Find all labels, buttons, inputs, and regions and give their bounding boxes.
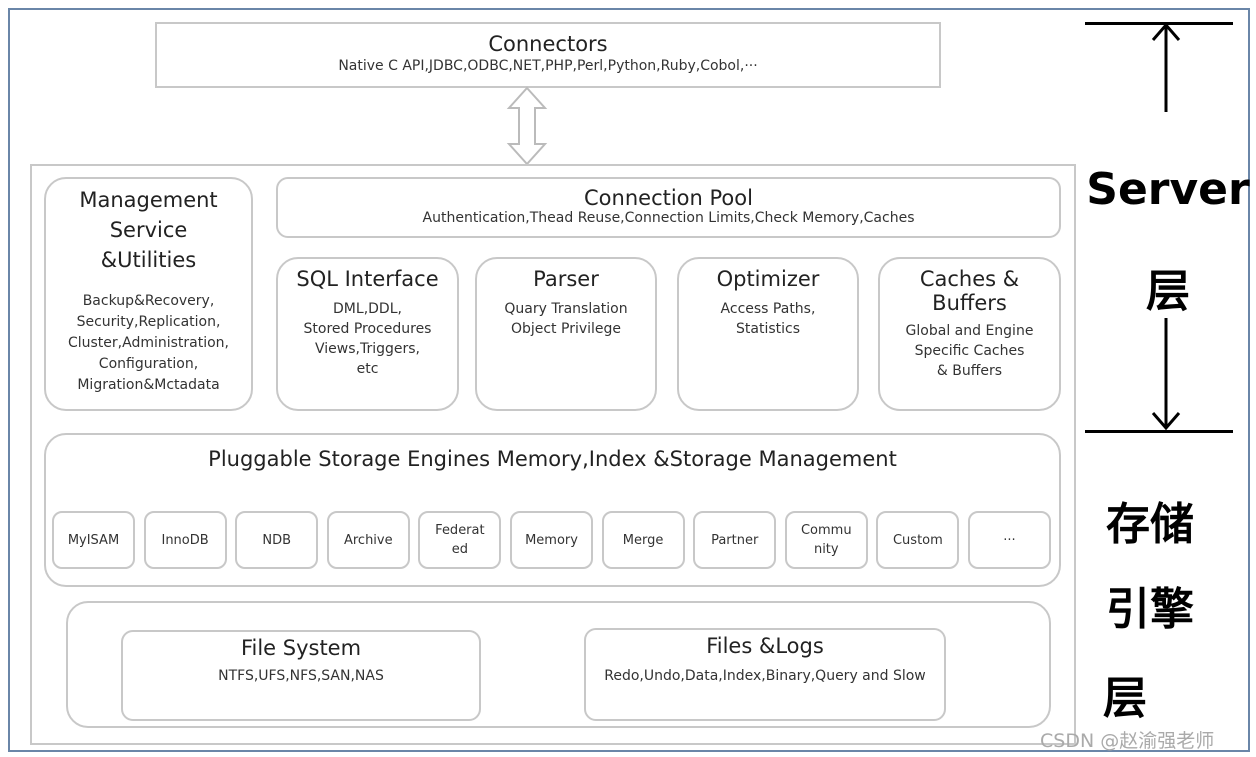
- connectors-box: Connectors Native C API,JDBC,ODBC,NET,PH…: [155, 22, 941, 88]
- module-title: Parser: [533, 267, 599, 291]
- parser-box: Parser Quary Translation Object Privileg…: [475, 257, 657, 411]
- files-logs-subtitle: Redo,Undo,Data,Index,Binary,Query and Sl…: [604, 668, 926, 684]
- engine-item: NDB: [235, 511, 319, 569]
- module-body: Global and Engine Specific Caches & Buff…: [905, 323, 1034, 379]
- file-system-subtitle: NTFS,UFS,NFS,SAN,NAS: [218, 668, 384, 684]
- layer-divider-line: [1085, 430, 1233, 433]
- storage-engines-box: Pluggable Storage Engines Memory,Index &…: [44, 433, 1061, 587]
- server-label: Server: [1086, 164, 1250, 215]
- storage-engines-title: Pluggable Storage Engines Memory,Index &…: [208, 447, 897, 471]
- module-title: Optimizer: [716, 267, 820, 291]
- engine-item: Partner: [693, 511, 777, 569]
- file-layer-box: [66, 601, 1051, 728]
- management-box: Management Service &Utilities Backup&Rec…: [44, 177, 253, 411]
- module-body: Quary Translation Object Privilege: [504, 301, 628, 337]
- engine-item: Custom: [876, 511, 960, 569]
- storage-layer-label-1: 存储: [1106, 499, 1194, 550]
- engine-item: Commu nity: [784, 511, 868, 569]
- engine-item: Federat ed: [418, 511, 502, 569]
- module-title: Caches & Buffers: [919, 267, 1020, 315]
- optimizer-box: Optimizer Access Paths, Statistics: [677, 257, 859, 411]
- files-logs-box: Files &Logs Redo,Undo,Data,Index,Binary,…: [584, 628, 946, 721]
- caches-buffers-box: Caches & Buffers Global and Engine Speci…: [878, 257, 1061, 411]
- connectors-title: Connectors: [488, 32, 608, 56]
- outer-frame: [8, 8, 1250, 752]
- engine-item: InnoDB: [143, 511, 227, 569]
- connectors-subtitle: Native C API,JDBC,ODBC,NET,PHP,Perl,Pyth…: [338, 58, 758, 74]
- connection-pool-title: Connection Pool: [584, 186, 753, 210]
- engine-item: Merge: [601, 511, 685, 569]
- file-system-title: File System: [240, 636, 362, 660]
- server-layer-box: [30, 164, 1076, 745]
- server-top-line: [1085, 22, 1233, 25]
- server-layer-suffix: 层: [1146, 266, 1190, 317]
- sql-interface-box: SQL Interface DML,DDL, Stored Procedures…: [276, 257, 459, 411]
- engine-item: ···: [968, 511, 1051, 569]
- management-title: Management Service &Utilities: [79, 188, 218, 272]
- engine-item: Archive: [326, 511, 410, 569]
- module-body: DML,DDL, Stored Procedures Views,Trigger…: [303, 301, 432, 377]
- storage-layer-label-3: 层: [1103, 673, 1147, 724]
- connection-pool-subtitle: Authentication,Thead Reuse,Connection Li…: [422, 210, 915, 226]
- management-body: Backup&Recovery, Security,Replication, C…: [67, 293, 230, 393]
- file-system-box: File System NTFS,UFS,NFS,SAN,NAS: [121, 630, 481, 721]
- double-arrow-icon: [506, 86, 548, 166]
- engine-item: Memory: [510, 511, 593, 569]
- arrow-down-icon: [1151, 318, 1181, 431]
- storage-layer-label-2: 引擎: [1106, 584, 1194, 635]
- arrow-up-icon: [1151, 22, 1181, 112]
- watermark: CSDN @赵渝强老师: [1040, 730, 1215, 752]
- files-logs-title: Files &Logs: [706, 634, 824, 658]
- module-title: SQL Interface: [296, 267, 439, 291]
- module-body: Access Paths, Statistics: [720, 301, 816, 337]
- engine-item: MyISAM: [52, 511, 135, 569]
- connection-pool-box: Connection Pool Authentication,Thead Reu…: [276, 177, 1061, 238]
